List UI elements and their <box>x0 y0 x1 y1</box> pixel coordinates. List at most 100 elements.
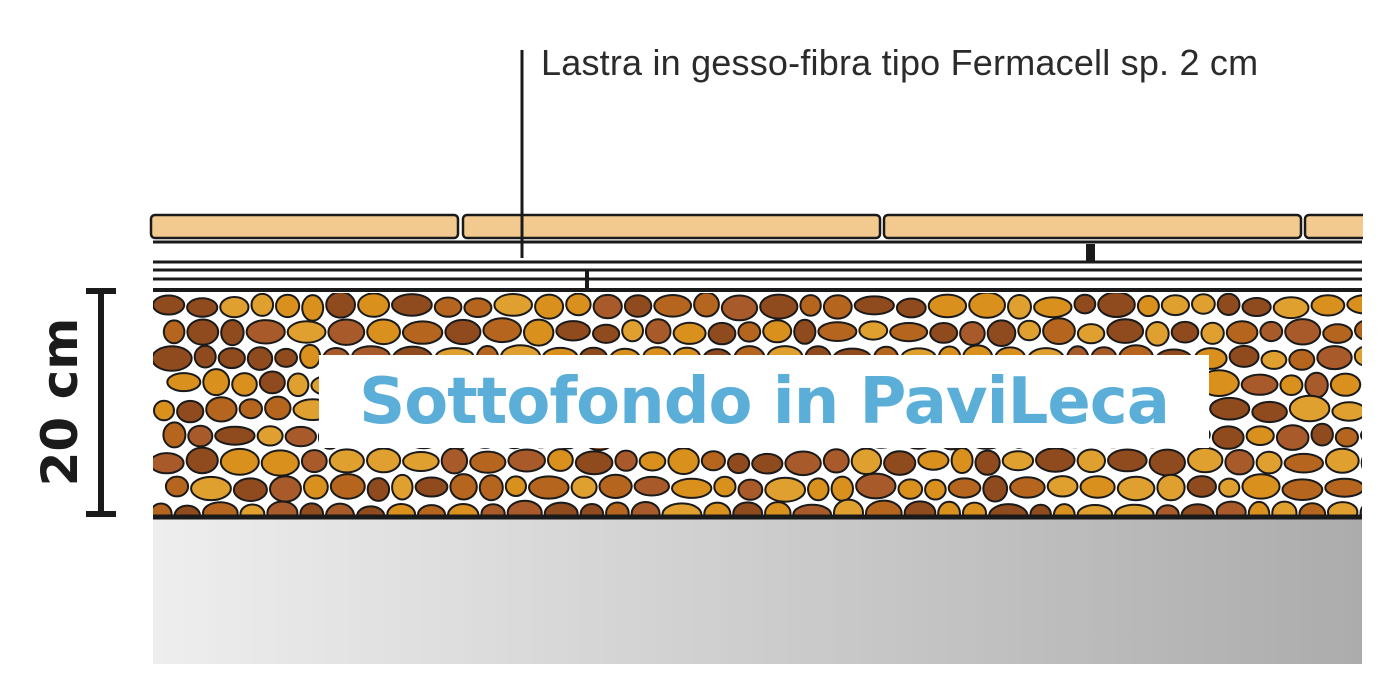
clay-pebble <box>1073 293 1097 315</box>
clay-pebble <box>269 475 302 503</box>
clay-pebble <box>176 399 205 424</box>
clay-pebble <box>463 297 493 319</box>
concrete-base <box>153 519 1362 664</box>
clay-pebble <box>286 320 327 344</box>
clay-pebble <box>895 297 927 319</box>
clay-pebble <box>605 501 630 515</box>
clay-pebble <box>598 473 633 499</box>
thickness-dimension-label: 20 cm <box>31 317 89 487</box>
clay-pebble <box>574 450 614 476</box>
clay-pebble <box>855 472 897 500</box>
clay-pebble <box>186 318 220 346</box>
clay-pebble <box>1298 502 1327 515</box>
clay-pebble <box>202 368 231 397</box>
clay-pebble <box>764 501 792 515</box>
clay-pebble <box>327 318 366 346</box>
clay-pebble <box>1360 430 1362 440</box>
clay-pebble <box>264 395 292 421</box>
clay-pebble <box>1052 503 1076 515</box>
clay-pebble <box>833 498 864 515</box>
dimension-bar <box>86 288 116 517</box>
clay-pebble <box>239 503 266 515</box>
clay-pebble <box>1245 425 1275 447</box>
clay-pebble <box>784 450 822 477</box>
clay-pebble <box>1225 320 1259 345</box>
clay-pebble <box>614 449 638 472</box>
clay-pebble <box>1260 349 1288 370</box>
clay-pebble <box>1360 456 1362 470</box>
clay-pebble <box>570 475 598 499</box>
clay-pebble <box>623 294 653 318</box>
clay-pebble <box>303 474 329 500</box>
clay-pebble <box>1255 450 1283 475</box>
clay-pebble <box>153 345 193 372</box>
clay-pebble <box>205 396 238 423</box>
clay-pebble <box>238 398 264 420</box>
clay-pebble <box>328 448 365 474</box>
clay-pebble <box>1215 500 1247 515</box>
clay-pebble <box>974 449 1001 476</box>
clay-pebble <box>447 503 480 515</box>
clay-pebble <box>982 475 1009 503</box>
clay-pebble <box>391 293 433 317</box>
clay-pebble <box>366 318 402 346</box>
clay-pebble <box>737 321 762 343</box>
clay-pebble <box>173 504 201 515</box>
clay-pebble <box>231 372 258 397</box>
clay-pebble <box>482 317 523 344</box>
clay-pebble <box>1367 479 1400 501</box>
clay-pebble <box>1076 448 1107 474</box>
clay-pebble <box>720 294 759 322</box>
clay-pebble <box>732 501 764 515</box>
right-edge-mask <box>1363 200 1400 260</box>
clay-pebble <box>202 501 239 515</box>
clay-pebble <box>507 448 547 473</box>
clay-pebble <box>299 343 322 369</box>
clay-pebble <box>1259 320 1284 343</box>
clay-pebble <box>592 323 621 344</box>
clay-pebble <box>988 503 1029 515</box>
clay-pebble <box>889 322 929 343</box>
clay-pebble <box>402 451 440 472</box>
clay-pebble <box>534 293 565 320</box>
clay-pebble <box>764 476 807 503</box>
gypsum-board <box>461 213 882 240</box>
clay-pebble <box>266 500 299 515</box>
clay-pebble <box>366 477 391 502</box>
clay-pebble <box>671 477 713 499</box>
clay-pebble <box>822 448 850 474</box>
clay-pebble <box>565 293 592 317</box>
clay-pebble <box>284 425 317 448</box>
clay-pebble <box>737 478 764 501</box>
clay-pebble <box>1145 321 1170 347</box>
clay-pebble <box>391 473 414 501</box>
clay-pebble <box>153 294 186 316</box>
clay-pebble <box>1114 503 1155 515</box>
clay-pebble <box>300 449 328 474</box>
clay-pebble <box>703 501 732 515</box>
clay-pebble <box>858 320 889 341</box>
clay-pebble <box>799 294 822 317</box>
clay-pebble <box>1211 425 1245 450</box>
clay-pebble <box>883 450 917 476</box>
clay-pebble <box>1354 320 1362 341</box>
clay-pebble <box>1001 450 1035 472</box>
clay-pebble <box>275 293 301 319</box>
clay-pebble <box>153 399 175 422</box>
clay-pebble <box>1279 374 1304 397</box>
clay-pebble <box>1327 501 1359 515</box>
clay-pebble <box>917 450 950 471</box>
clay-pebble <box>286 372 310 398</box>
clay-pebble <box>986 319 1017 348</box>
clay-pebble <box>653 294 693 318</box>
clay-pebble <box>440 447 469 475</box>
clay-pebble <box>713 475 737 498</box>
clay-pebble <box>523 318 555 347</box>
clay-pebble <box>817 321 858 343</box>
clay-pebble <box>246 346 274 371</box>
clay-pebble <box>162 421 187 449</box>
clay-pebble <box>356 505 386 515</box>
clay-pebble <box>1209 396 1251 421</box>
